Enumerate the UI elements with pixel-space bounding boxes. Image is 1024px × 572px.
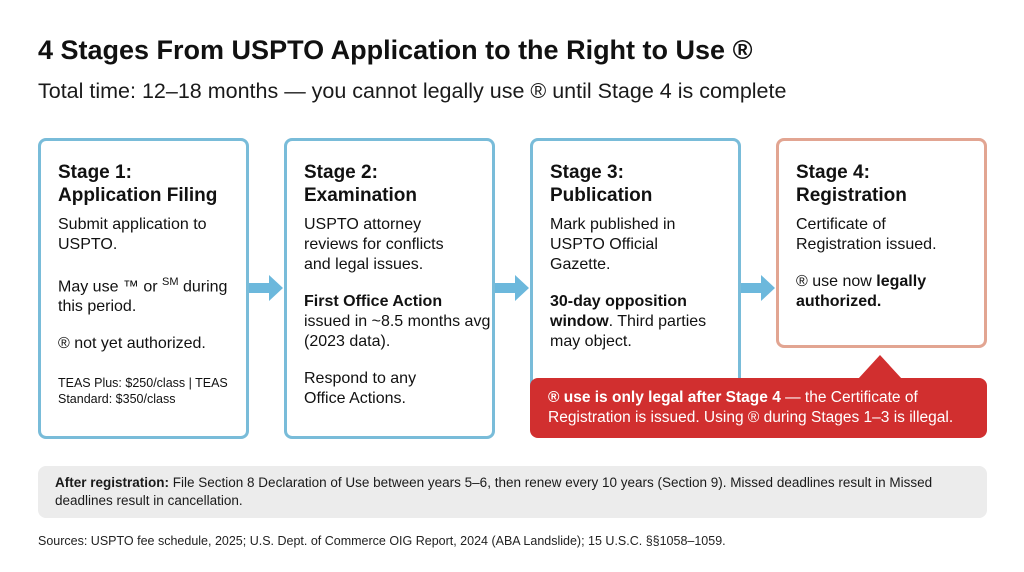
- stage-2-heading: Stage 2:Examination: [304, 161, 492, 207]
- after-registration-note: After registration: File Section 8 Decla…: [38, 466, 987, 518]
- text: issued in ~8.5 months avg (2023 data).: [304, 313, 491, 350]
- stage-name: Application Filing: [58, 185, 218, 206]
- stage-name: Registration: [796, 185, 907, 206]
- arrow-right-icon: [495, 275, 529, 301]
- stage-3-card: Stage 3:Publication Mark published in US…: [530, 138, 741, 398]
- stage-3-heading: Stage 3:Publication: [550, 161, 738, 207]
- page-subtitle: Total time: 12–18 months — you cannot le…: [38, 79, 787, 103]
- note-text: File Section 8 Declaration of Use betwee…: [55, 475, 933, 508]
- bold-text: 30-day opposition window: [550, 293, 687, 330]
- stage-1-desc: Submit application to USPTO.: [58, 216, 207, 253]
- stage-number: Stage 4:: [796, 162, 870, 183]
- text: . Third parties may object.: [550, 313, 707, 350]
- stage-number: Stage 1:: [58, 162, 132, 183]
- bold-text: First Office Action: [304, 293, 443, 310]
- stage-name: Examination: [304, 185, 417, 206]
- stage-3-desc: Mark published in USPTO Official Gazette…: [550, 216, 676, 273]
- stage-name: Publication: [550, 185, 653, 206]
- text: during this period.: [58, 278, 228, 316]
- stage-1-fees: TEAS Plus: $250/class | TEAS Standard: $…: [58, 376, 228, 406]
- stage-2-card: Stage 2:Examination USPTO attorney revie…: [284, 138, 495, 439]
- stage-1-heading: Stage 1:Application Filing: [58, 161, 246, 207]
- note-label: After registration:: [55, 475, 170, 490]
- stage-4-heading: Stage 4:Registration: [796, 161, 984, 207]
- stage-4-desc: Certificate of Registration issued.: [796, 216, 937, 253]
- stage-number: Stage 3:: [550, 162, 624, 183]
- stage-1-r-note: ® not yet authorized.: [58, 335, 206, 353]
- text: .: [876, 293, 882, 310]
- stage-4-card: Stage 4:Registration Certificate of Regi…: [776, 138, 987, 348]
- stage-2-desc: USPTO attorney reviews for conflicts and…: [304, 216, 444, 273]
- arrow-right-icon: [741, 275, 775, 301]
- sm-mark: SM: [162, 276, 179, 288]
- sources: Sources: USPTO fee schedule, 2025; U.S. …: [38, 534, 726, 548]
- stage-3-opposition: 30-day opposition window. Third parties …: [550, 292, 715, 352]
- page-title: 4 Stages From USPTO Application to the R…: [38, 35, 753, 65]
- text: ® use now: [796, 273, 877, 290]
- stage-number: Stage 2:: [304, 162, 378, 183]
- arrow-right-icon: [249, 275, 283, 301]
- stage-1-tm-note: May use ™ or SM during this period.: [58, 272, 246, 317]
- stage-1-card: Stage 1:Application Filing Submit applic…: [38, 138, 249, 439]
- callout-pointer: [858, 355, 902, 379]
- stage-2-office-action: First Office Action issued in ~8.5 month…: [304, 292, 492, 352]
- stage-4-authorized: ® use now legally authorized.: [796, 272, 956, 312]
- bold-text: legally authorized: [796, 273, 927, 310]
- callout-text: — the Certificate of Registration is iss…: [548, 389, 954, 426]
- stage-2-respond: Respond to any Office Actions.: [304, 370, 417, 407]
- text: May use ™ or: [58, 278, 163, 296]
- callout-bold: ® use is only legal after Stage 4: [548, 389, 781, 406]
- warning-callout: ® use is only legal after Stage 4 — the …: [530, 378, 987, 438]
